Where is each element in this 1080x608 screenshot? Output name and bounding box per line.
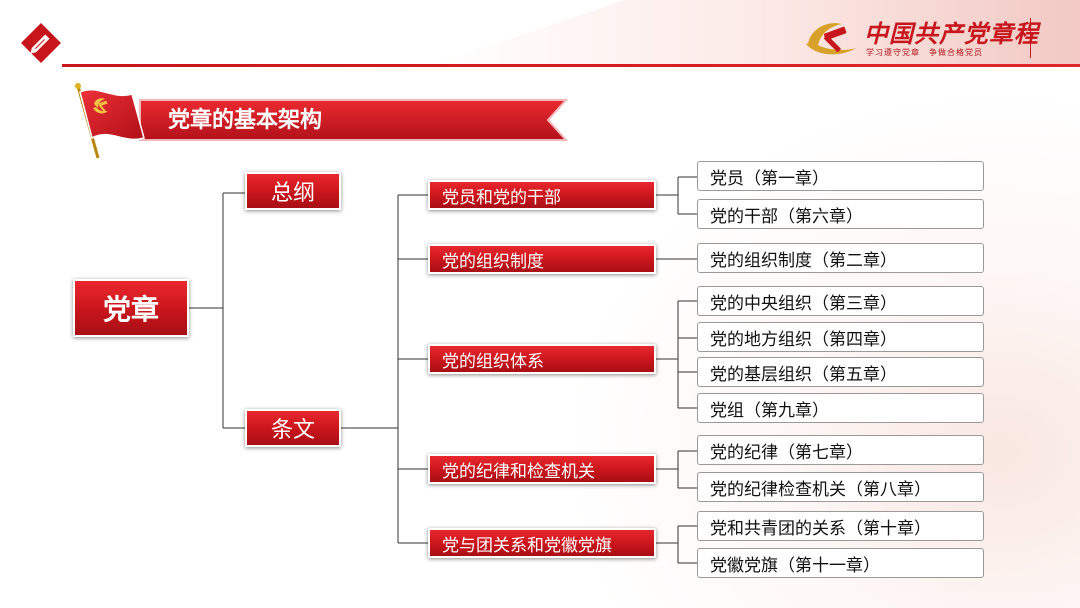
header: 中国共产党章程 学习遵守党章 争做合格党员: [0, 0, 1080, 70]
chapter-item: 党和共青团的关系（第十章）: [697, 511, 984, 541]
node-articles: 条文: [245, 409, 341, 447]
connector-group-3: [656, 300, 697, 409]
node-group-members-cadres: 党员和党的干部: [428, 180, 656, 210]
hammer-sickle-icon: [806, 23, 856, 55]
pencil-icon: [21, 23, 61, 63]
chapter-item: 党徽党旗（第十一章）: [697, 548, 984, 578]
connector-group-4: [656, 450, 697, 489]
node-party-constitution: 党章: [73, 279, 189, 337]
chapter-item: 党员（第一章）: [697, 161, 984, 191]
node-group-league-emblem-flag: 党与团关系和党徽党旗: [428, 528, 656, 558]
chapter-item: 党的中央组织（第三章）: [697, 286, 984, 316]
chapter-item: 党的纪律（第七章）: [697, 435, 984, 465]
chapter-item: 党的纪律检查机关（第八章）: [697, 472, 984, 502]
chapter-item: 党组（第九章）: [697, 393, 984, 423]
chapter-item: 党的基层组织（第五章）: [697, 357, 984, 387]
chapter-item: 党的地方组织（第四章）: [697, 322, 984, 352]
chapter-item: 党的组织制度（第二章）: [697, 243, 984, 273]
party-flag-icon: [75, 83, 145, 159]
chapter-item: 党的干部（第六章）: [697, 199, 984, 229]
header-vertical-divider: [1030, 18, 1031, 58]
party-constitution-title: 中国共产党章程: [864, 19, 1039, 48]
header-divider-line: [62, 64, 1080, 67]
connector-group-1: [656, 176, 697, 215]
party-slogan: 学习遵守党章 争做合格党员: [866, 48, 983, 57]
node-group-discipline: 党的纪律和检查机关: [428, 454, 656, 484]
connector-group-5: [656, 525, 697, 564]
node-group-organization-system: 党的组织制度: [428, 244, 656, 274]
connector-articles: [340, 194, 428, 544]
section-title: 党章的基本架构: [168, 108, 323, 133]
node-group-organization-structure: 党的组织体系: [428, 344, 656, 374]
connector-root: [189, 192, 246, 429]
node-general-program: 总纲: [245, 172, 341, 210]
